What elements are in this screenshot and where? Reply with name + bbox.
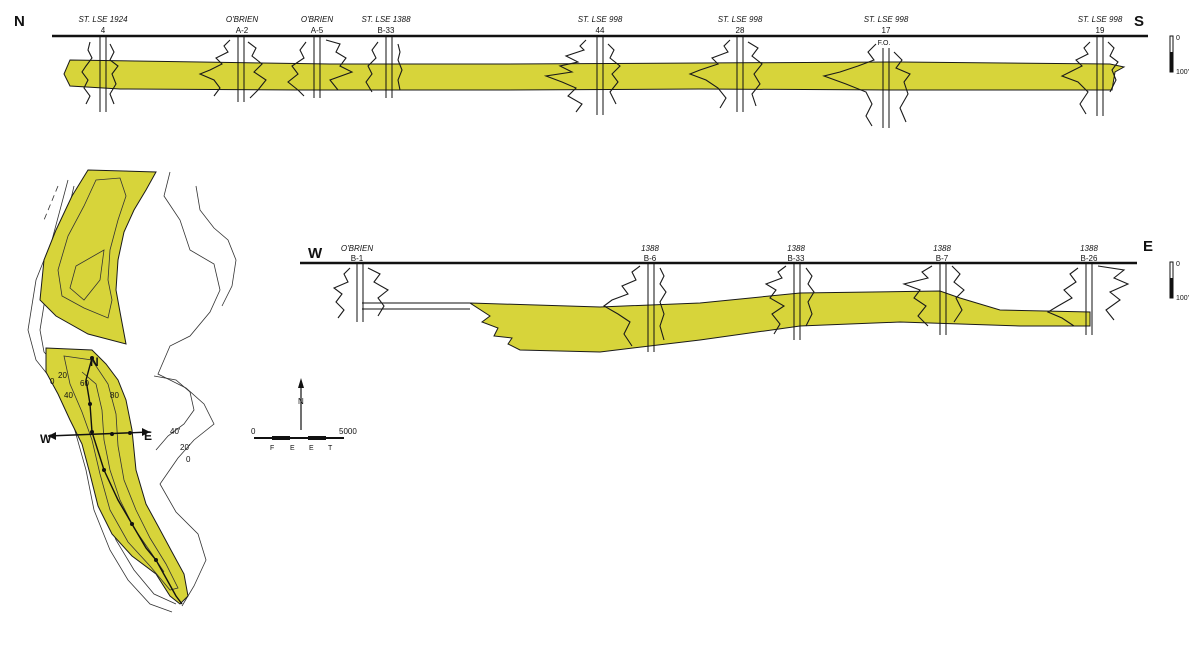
- ns-fo-note: F.O.: [878, 40, 891, 47]
- scale-bar-start: 0: [251, 427, 256, 436]
- contour-label: 60: [80, 379, 89, 388]
- ns-well-number: A-5: [311, 26, 324, 35]
- ns-well-a5: O'BRIEN A-5: [287, 15, 354, 98]
- we-cross-section: W E O'BRIEN B-1 1388 B-6 1388 B-33: [300, 238, 1189, 353]
- ns-cross-section: N S ST. LSE 1924 4 O'BRIEN A-2 O'BRIEN A…: [14, 13, 1189, 128]
- contour-label: 20: [58, 371, 67, 380]
- ns-well-lease: ST. LSE 998: [864, 15, 909, 24]
- contour-label: 0: [50, 377, 55, 386]
- ns-right-end-label: S: [1134, 13, 1144, 30]
- ns-well-number: 28: [736, 26, 745, 35]
- scale-bar-unit-letter: E: [309, 445, 314, 452]
- ns-well-lease: ST. LSE 998: [578, 15, 623, 24]
- ns-well-lease: O'BRIEN: [301, 15, 333, 24]
- ns-left-end-label: N: [14, 13, 25, 30]
- ns-well-lease: O'BRIEN: [226, 15, 258, 24]
- we-right-end-label: E: [1143, 238, 1153, 255]
- we-well-b33: 1388 B-33: [764, 244, 815, 340]
- ns-scale-bottom: 100': [1176, 69, 1189, 76]
- we-well-number: B-6: [644, 254, 657, 263]
- ns-well-number: 44: [596, 26, 605, 35]
- map-south-sand-body: [45, 347, 189, 605]
- map-north-sand-body: [39, 169, 157, 345]
- contour-label: 0: [186, 455, 191, 464]
- contour-label: 80: [110, 391, 119, 400]
- ns-well-a2: O'BRIEN A-2: [198, 15, 267, 102]
- ns-well-number: A-2: [236, 26, 249, 35]
- ns-scale-top: 0: [1176, 35, 1180, 42]
- we-scale-bottom: 100': [1176, 295, 1189, 302]
- ns-well-b33: ST. LSE 1388 B-33: [361, 15, 411, 98]
- we-left-end-label: W: [308, 245, 323, 262]
- we-well-b26: 1388 B-26: [1046, 244, 1130, 335]
- scale-bar-unit-letter: T: [328, 445, 333, 452]
- we-well-lease: 1388: [1080, 244, 1098, 253]
- ns-well-number: 17: [882, 26, 891, 35]
- we-well-number: B-26: [1081, 254, 1098, 263]
- we-well-b6: 1388 B-6: [603, 244, 667, 352]
- scale-bar-end: 5000: [339, 427, 357, 436]
- we-well-number: B-33: [788, 254, 805, 263]
- contour-label: 40: [64, 391, 73, 400]
- ns-well-19: ST. LSE 998 19: [1060, 15, 1123, 116]
- scale-bar-unit-letter: F: [270, 445, 274, 452]
- we-well-number: B-7: [936, 254, 949, 263]
- we-sand-body: [468, 290, 1091, 353]
- north-arrow-label: N: [298, 397, 304, 406]
- ns-well-number: 4: [101, 26, 106, 35]
- map-scale-bar: 0 5000 F E E T: [251, 427, 357, 452]
- we-well-lease: 1388: [933, 244, 951, 253]
- we-well-b7: 1388 B-7: [902, 244, 965, 335]
- ns-well-17: ST. LSE 998 17 F.O.: [822, 15, 911, 128]
- ns-well-number: 19: [1096, 26, 1105, 35]
- ns-well-28: ST. LSE 998 28: [688, 15, 763, 112]
- ns-well-lease: ST. LSE 998: [718, 15, 763, 24]
- we-well-lease: O'BRIEN: [341, 244, 373, 253]
- ns-well-lease: ST. LSE 1924: [78, 15, 128, 24]
- ns-well-lease: ST. LSE 998: [1078, 15, 1123, 24]
- we-well-lease: 1388: [641, 244, 659, 253]
- map-east-label: E: [144, 429, 152, 443]
- map-north-label: N: [90, 355, 99, 369]
- ns-well-44: ST. LSE 998 44: [543, 15, 623, 115]
- we-well-b1: O'BRIEN B-1: [332, 244, 389, 322]
- scale-bar-unit-letter: E: [290, 445, 295, 452]
- isopach-map: N W E 0 20 40 60 80 40' 20' 0: [27, 169, 237, 613]
- we-well-lease: 1388: [787, 244, 805, 253]
- ns-well-lease: ST. LSE 1388: [361, 15, 411, 24]
- contour-label: 20': [180, 443, 191, 452]
- contour-label: 40': [170, 427, 181, 436]
- ns-sand-body: [63, 59, 1126, 91]
- ns-well-4: ST. LSE 1924 4: [78, 15, 128, 112]
- we-well-number: B-1: [351, 254, 364, 263]
- we-vertical-scale: 0 100': [1169, 261, 1189, 302]
- north-arrow-icon: N: [298, 378, 304, 430]
- map-west-label: W: [40, 432, 52, 446]
- ns-vertical-scale: 0 100': [1169, 35, 1189, 76]
- ns-well-number: B-33: [378, 26, 395, 35]
- we-scale-top: 0: [1176, 261, 1180, 268]
